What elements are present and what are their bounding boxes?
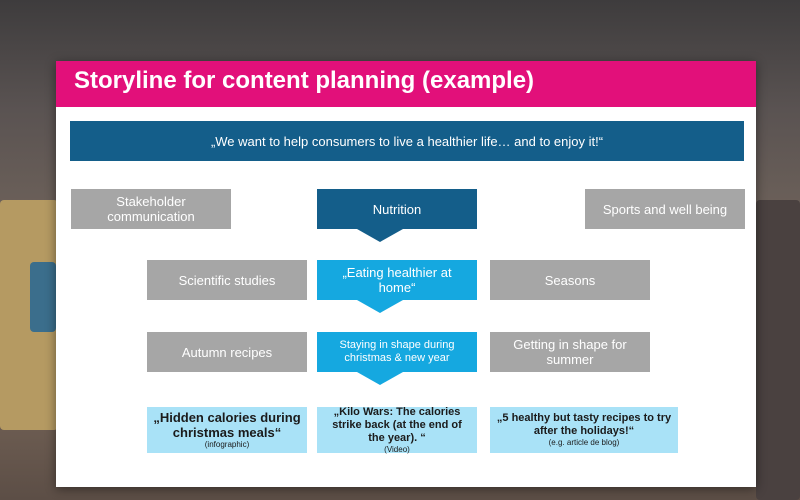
box-seasons: Seasons	[490, 260, 650, 300]
content-title: „Hidden calories during christmas meals“	[153, 410, 301, 440]
box-stakeholder-communication: Stakeholder communication	[71, 189, 231, 229]
arrow-eating-healthier	[357, 300, 403, 313]
box-kilo-wars: „Kilo Wars: The calories strike back (at…	[317, 407, 477, 453]
arrow-staying-in-shape	[357, 372, 403, 385]
content-format: (infographic)	[205, 440, 249, 450]
mission-statement: „We want to help consumers to live a hea…	[70, 121, 744, 161]
title-bar: Storyline for content planning (example)	[56, 61, 756, 107]
box-nutrition: Nutrition	[317, 189, 477, 229]
box-scientific-studies: Scientific studies	[147, 260, 307, 300]
box-hidden-calories: „Hidden calories during christmas meals“…	[147, 407, 307, 453]
box-sports-well-being: Sports and well being	[585, 189, 745, 229]
content-format: (Video)	[384, 445, 410, 455]
box-getting-in-shape-summer: Getting in shape for summer	[490, 332, 650, 372]
arrow-nutrition	[357, 229, 403, 242]
content-planning-slide: Storyline for content planning (example)…	[56, 61, 756, 487]
content-title: „5 healthy but tasty recipes to try afte…	[496, 412, 672, 438]
background-sign-inner	[30, 262, 56, 332]
content-title: „Kilo Wars: The calories strike back (at…	[323, 406, 471, 445]
content-format: (e.g. article de blog)	[549, 438, 620, 448]
box-healthy-recipes: „5 healthy but tasty recipes to try afte…	[490, 407, 678, 453]
box-staying-in-shape: Staying in shape during christmas & new …	[317, 332, 477, 372]
box-eating-healthier-at-home: „Eating healthier at home“	[317, 260, 477, 300]
slide-title: Storyline for content planning (example)	[74, 67, 534, 95]
background-road-right	[756, 200, 800, 500]
box-autumn-recipes: Autumn recipes	[147, 332, 307, 372]
